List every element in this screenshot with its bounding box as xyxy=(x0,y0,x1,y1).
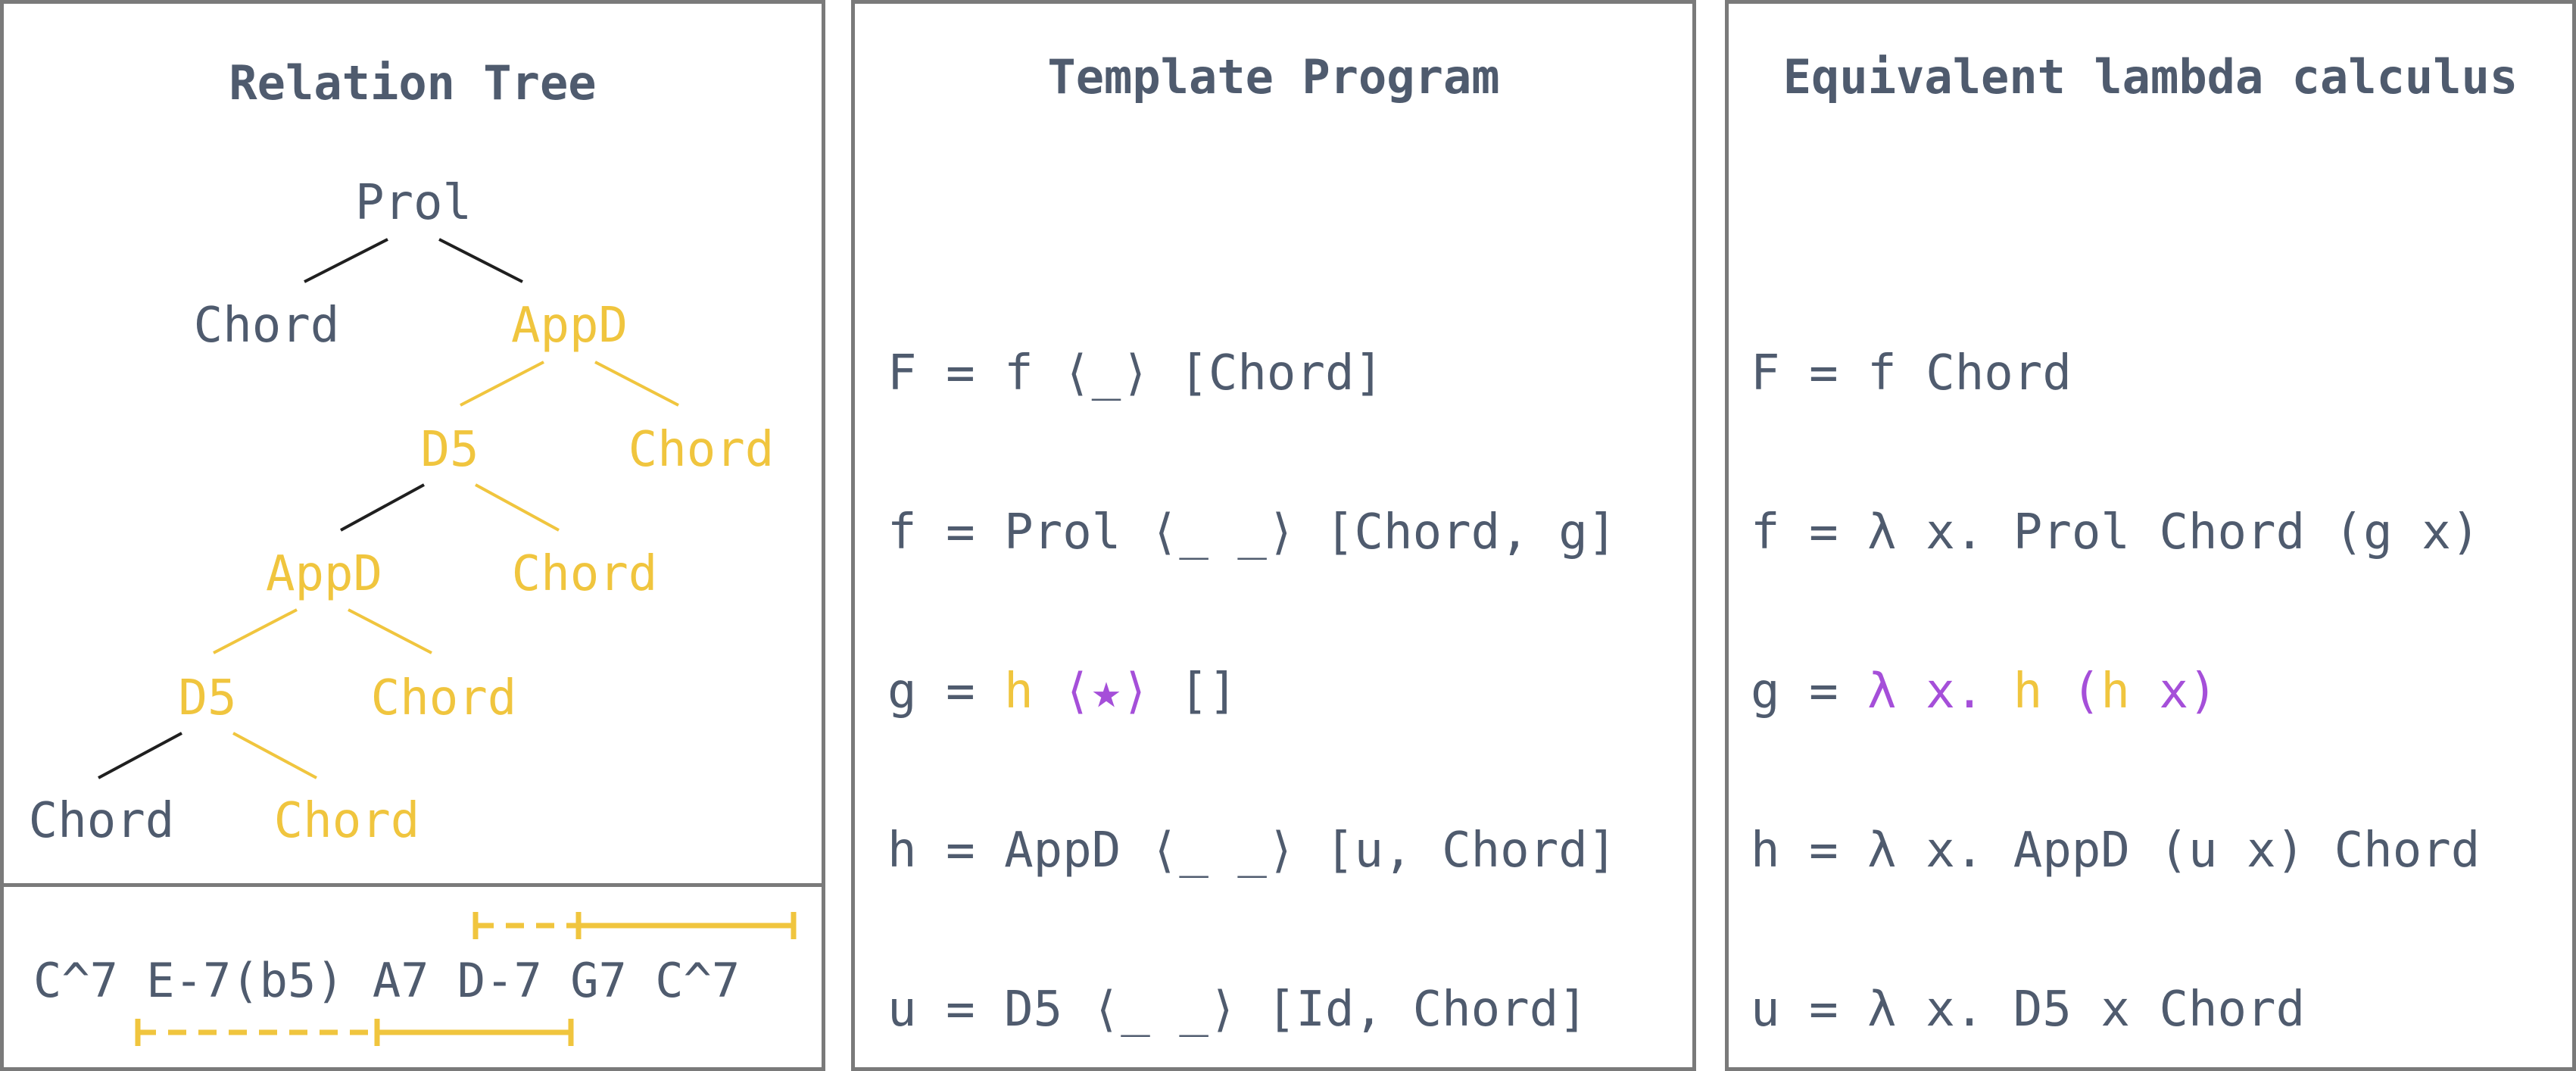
template-g-prefix: g = xyxy=(887,664,1005,720)
node-appd: AppD xyxy=(265,546,383,602)
lambda-calculus-title: Equivalent lambda calculus xyxy=(1782,49,2518,105)
top-brackets xyxy=(472,912,797,939)
template-program-panel: Template Program xyxy=(851,0,1696,1071)
edge-prol-appd xyxy=(438,238,523,283)
edge-appd-chord xyxy=(594,361,679,407)
edge-appd2-d5 xyxy=(213,608,298,654)
tree-edges xyxy=(98,238,679,779)
lambda-line-f: f = λ x. Prol Chord (g x) xyxy=(1751,504,2481,560)
lambda-g-lambda: λ x. xyxy=(1867,664,2013,720)
node-chord: Chord xyxy=(273,793,420,849)
node-chord: Chord xyxy=(28,793,175,849)
node-d5: D5 xyxy=(178,670,237,726)
node-chord: Chord xyxy=(370,670,517,726)
edge-d5b-chord-gold xyxy=(232,732,317,779)
template-line-h: h = AppD ⟨_ _⟩ [u, Chord] xyxy=(887,823,1617,879)
node-d5: D5 xyxy=(420,422,479,478)
node-chord: Chord xyxy=(511,546,658,602)
lambda-line-F: F = f Chord xyxy=(1751,345,2072,401)
edge-prol-chord xyxy=(304,238,388,283)
template-line-f: f = Prol ⟨_ _⟩ [Chord, g] xyxy=(887,504,1617,560)
template-g-star: ⟨★⟩ xyxy=(1033,664,1150,720)
edge-d5-chord xyxy=(475,483,560,532)
template-g-suffix: [] xyxy=(1149,664,1238,720)
bottom-brackets xyxy=(135,1019,574,1046)
template-line-F: F = f ⟨_⟩ [Chord] xyxy=(887,345,1384,401)
node-prol: Prol xyxy=(354,175,472,231)
lambda-g-h2: h xyxy=(2100,664,2130,720)
node-chord: Chord xyxy=(628,422,775,478)
lambda-line-u: u = λ x. D5 x Chord xyxy=(1751,982,2306,1038)
lambda-g-prefix: g = xyxy=(1751,664,1868,720)
template-line-u: u = D5 ⟨_ _⟩ [Id, Chord] xyxy=(887,982,1588,1038)
edge-appd-d5 xyxy=(460,361,544,407)
template-program-title: Template Program xyxy=(1047,49,1500,105)
lambda-g-open: ( xyxy=(2042,664,2101,720)
node-appd: AppD xyxy=(510,298,628,354)
edge-d5-appd xyxy=(340,483,425,532)
edge-appd2-chord xyxy=(348,608,432,654)
lambda-calculus-panel: Equivalent lambda calculus xyxy=(1725,0,2576,1071)
relation-tree-title: Relation Tree xyxy=(229,55,597,111)
lambda-g-x: x) xyxy=(2129,664,2218,720)
node-chord: Chord xyxy=(193,298,340,354)
template-g-h: h xyxy=(1004,664,1034,720)
lambda-line-h: h = λ x. AppD (u x) Chord xyxy=(1751,823,2481,879)
relation-tree-panel: Relation Tree xyxy=(0,0,825,891)
chord-sequence: C^7 E-7(b5) A7 D-7 G7 C^7 xyxy=(33,953,741,1008)
lambda-g-h1: h xyxy=(2013,664,2043,720)
edge-d5b-chord xyxy=(98,732,182,779)
lambda-line-g: g = λ x. h (h x) xyxy=(1751,664,2218,720)
template-line-g: g = h ⟨★⟩ [] xyxy=(887,664,1237,720)
